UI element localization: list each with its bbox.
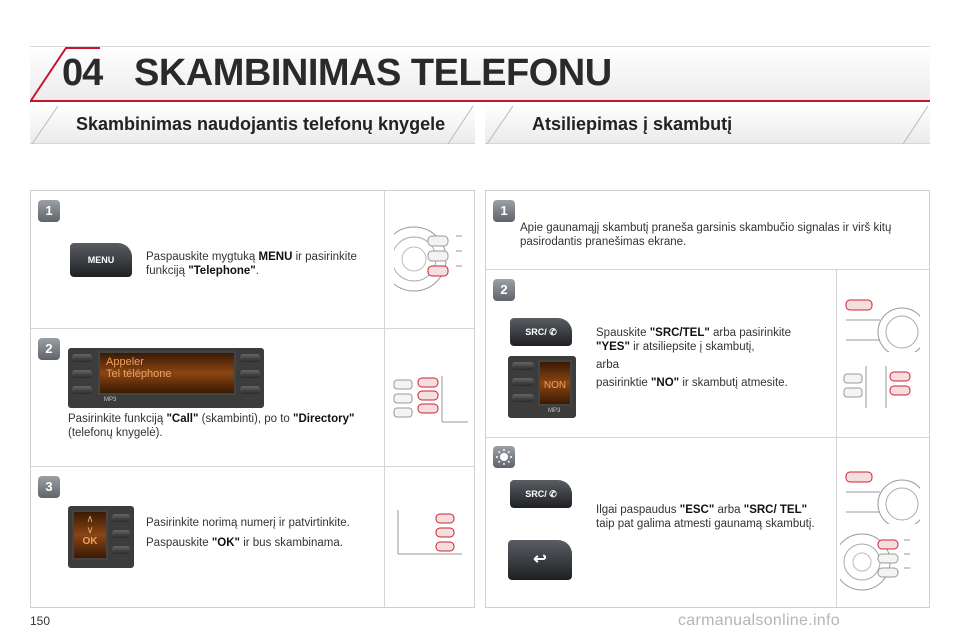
- tip-badge: [493, 446, 515, 468]
- right-section-bar: [485, 104, 930, 144]
- side-key: [112, 530, 130, 538]
- page-number: 150: [30, 614, 51, 628]
- src-tel-button-illustration-tip: SRC/ ✆: [510, 480, 572, 508]
- watermark: carmanualsonline.info: [678, 612, 840, 629]
- radio-buttons-illustration: [393, 376, 468, 423]
- left-section-slant: [31, 105, 474, 145]
- display-screen: Appeler Tel téléphone: [98, 351, 236, 395]
- src-tel-button-illustration: SRC/ ✆: [510, 318, 572, 346]
- side-key: [240, 354, 260, 362]
- left-panel-divider: [384, 191, 385, 607]
- right-step-1-row: [486, 191, 929, 270]
- chevron-down-icon: ∨: [86, 525, 94, 536]
- radio-dial-illustration-tip: [845, 471, 920, 524]
- left-step-1-row: [31, 191, 474, 329]
- chapter-number: 04: [62, 52, 103, 94]
- side-key: [240, 370, 260, 378]
- side-key: [240, 386, 260, 394]
- left-step-3-text: Pasirinkite norimą numerį ir patvirtinki…: [146, 517, 350, 549]
- right-step-2-text: Spauskite "SRC/TEL" arba pasirinkite "YE…: [596, 327, 791, 389]
- ok-label: OK: [82, 536, 98, 547]
- header-red-accent: [30, 47, 100, 103]
- side-key: [72, 354, 92, 362]
- screen-line-1: Appeler: [106, 356, 144, 368]
- right-section-slant: [486, 105, 929, 145]
- screen-line-2: Tel téléphone: [106, 368, 172, 380]
- step-badge-r2: 2: [493, 279, 515, 301]
- left-step-2-row: [31, 329, 474, 467]
- screen-no: NON: [543, 380, 567, 391]
- radio-dial-illustration-tip-2: [840, 533, 910, 591]
- chevron-up-icon: ∧: [86, 514, 94, 525]
- side-key: [112, 514, 130, 522]
- chapter-header: [30, 46, 930, 102]
- side-key: [512, 394, 534, 402]
- right-step-2-row: [486, 270, 929, 438]
- radio-buttons-illustration-r2: [843, 366, 911, 408]
- side-key: [512, 378, 534, 386]
- right-panel-divider: [836, 270, 837, 607]
- step-badge-3: 3: [38, 476, 60, 498]
- radio-buttons-illustration-3: [397, 510, 462, 555]
- esc-back-button-illustration: ↩: [508, 540, 572, 580]
- ok-screen: ∧ ∨ OK: [72, 510, 108, 560]
- return-arrow-icon: ↩: [533, 551, 547, 568]
- side-key: [72, 386, 92, 394]
- right-step-3-text: Ilgai paspaudus "ESC" arba "SRC/ TEL" ta…: [596, 504, 815, 530]
- left-step-1-text: Paspauskite mygtuką MENU ir pasirinkite …: [146, 251, 357, 277]
- side-key: [112, 546, 130, 554]
- left-section-bar: [30, 104, 475, 144]
- right-step-1-text: Apie gaunamąjį skambutį praneša garsinis…: [520, 222, 892, 248]
- menu-button-illustration: MENU: [70, 243, 132, 277]
- step-badge-r1: 1: [493, 200, 515, 222]
- screen-footer: MP3: [104, 397, 117, 403]
- step-badge-1: 1: [38, 200, 60, 222]
- step-badge-2: 2: [38, 338, 60, 360]
- radio-dial-illustration-r2: [845, 299, 920, 352]
- screen-footer-r2: MP3: [548, 408, 561, 414]
- radio-dial-illustration: [394, 226, 462, 292]
- light-bulb-icon: [496, 449, 512, 465]
- right-section-title: Atsiliepimas į skambutį: [532, 114, 733, 134]
- display-screen-r2: NON: [538, 360, 572, 406]
- left-section-title: Skambinimas naudojantis telefonų knygele: [76, 114, 446, 134]
- left-step-2-text: Pasirinkite funkciją "Call" (skambinti),…: [68, 413, 355, 439]
- side-key: [72, 370, 92, 378]
- side-key: [512, 362, 534, 370]
- chapter-title: SKAMBINIMAS TELEFONU: [134, 52, 612, 94]
